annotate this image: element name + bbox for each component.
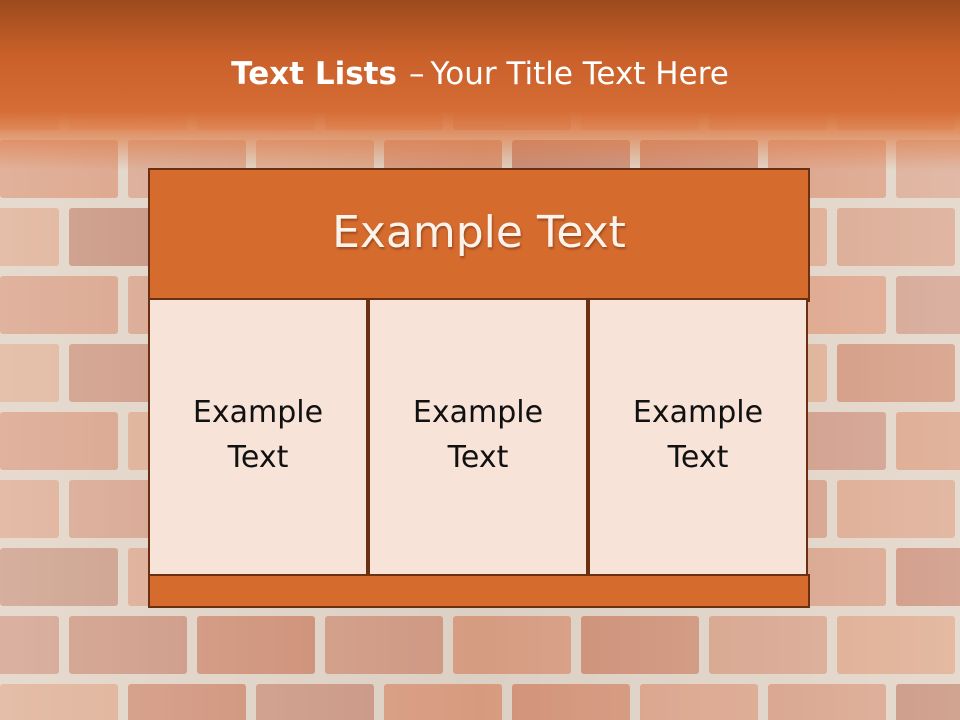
- list-cell-1[interactable]: Example Text: [148, 298, 368, 576]
- text-list-panel: Example Text Example Text Example Text E…: [148, 168, 810, 610]
- list-cell-text: Example Text: [412, 395, 544, 475]
- title-rest: Your Title Text Here: [430, 56, 729, 92]
- list-cell-3[interactable]: Example Text: [588, 298, 808, 576]
- title-dash: –: [408, 56, 425, 92]
- list-cell-2[interactable]: Example Text: [368, 298, 588, 576]
- list-cell-text: Example Text: [632, 395, 764, 475]
- slide-title: Text Lists–Your Title Text Here: [0, 52, 960, 96]
- title-bold: Text Lists: [231, 56, 397, 92]
- panel-header[interactable]: Example Text: [148, 168, 810, 302]
- header-band: [0, 0, 960, 170]
- panel-footer-bar: [148, 574, 810, 608]
- list-cell-text: Example Text: [192, 395, 324, 475]
- panel-header-text: Example Text: [332, 207, 626, 258]
